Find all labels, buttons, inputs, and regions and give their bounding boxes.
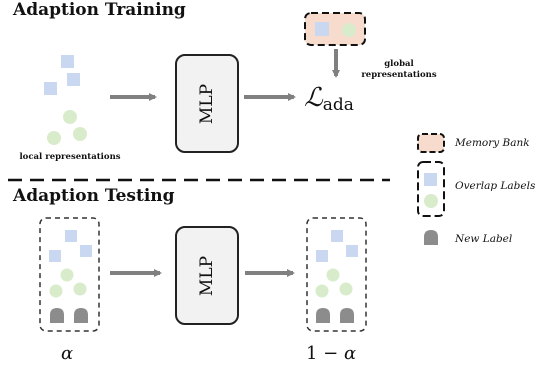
circle-icon [339,282,353,296]
square-icon [331,230,343,242]
circle-icon [47,131,61,145]
house-icon [340,308,354,323]
square-icon [61,55,74,68]
square-icon [44,82,57,95]
house-icon [424,230,438,245]
input-label-box [39,217,100,332]
legend-new-label-label: New Label [455,233,513,245]
square-icon [80,245,92,257]
one-minus-alpha-label: 1 − α [306,343,357,364]
output-label-box [306,217,367,332]
circle-icon [342,23,356,37]
square-icon [49,250,61,262]
house-icon [316,308,330,323]
mlp-block-training: MLP [175,54,239,153]
memory-bank-box [304,12,366,46]
square-icon [424,173,437,186]
circle-icon [326,268,340,282]
square-icon [315,22,329,36]
circle-icon [63,110,77,124]
local-representations-cluster [44,55,87,145]
circle-icon [60,268,74,282]
square-icon [65,230,77,242]
local-representations-label: local representations [19,152,121,162]
circle-icon [424,194,438,208]
global-representations-label: global representations [361,59,437,80]
square-icon [346,245,358,257]
legend [417,133,445,245]
legend-overlap-labels-label: Overlap Labels [455,180,536,192]
house-icon [74,308,88,323]
training-title: Adaption Training [13,0,186,20]
mlp-label: MLP [197,255,217,296]
testing-title: Adaption Testing [13,186,175,206]
mlp-label: MLP [197,83,217,124]
square-icon [67,73,80,86]
circle-icon [49,284,63,298]
house-icon [50,308,64,323]
adaption-loss-label: ℒada [304,83,354,115]
memory-bank-legend-icon [417,133,445,153]
overlap-labels-legend-box [417,161,445,217]
legend-memory-bank-label: Memory Bank [455,137,530,149]
alpha-label: α [61,343,74,364]
circle-icon [73,127,87,141]
circle-icon [73,282,87,296]
square-icon [316,250,328,262]
mlp-block-testing: MLP [175,226,239,325]
circle-icon [315,284,329,298]
